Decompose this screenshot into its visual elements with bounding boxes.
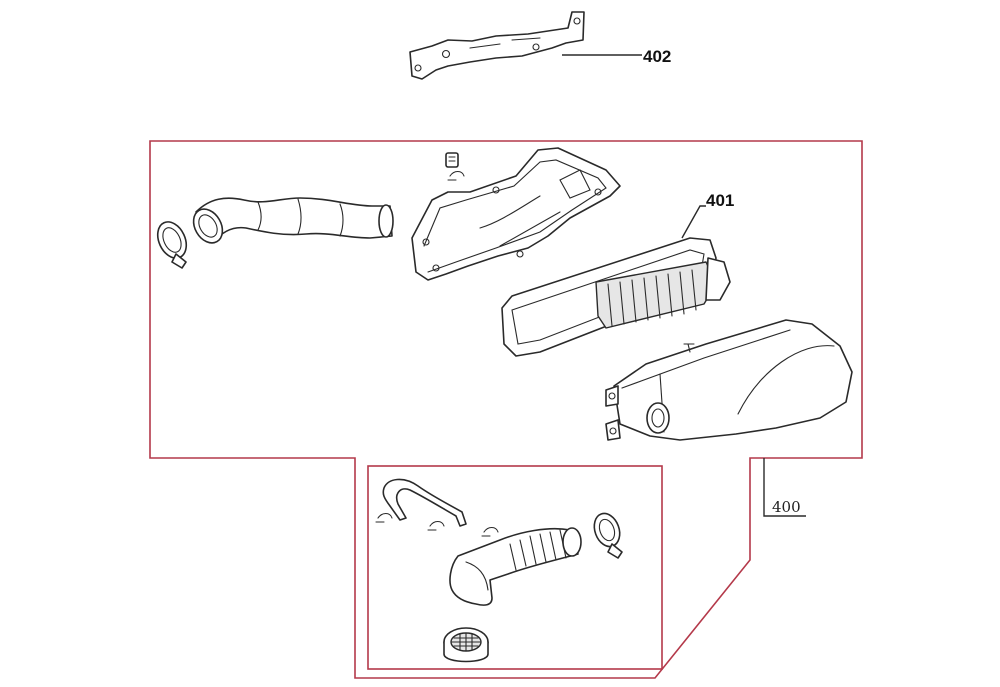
- mounting-bracket-icon[interactable]: [409, 11, 585, 80]
- leader-400: [763, 458, 806, 517]
- hose-clamp-icon[interactable]: [152, 217, 192, 269]
- hose-clamp-small-icon[interactable]: [590, 510, 624, 559]
- callout-400: 400: [772, 498, 801, 516]
- callout-401: 401: [706, 191, 734, 210]
- bowden-cable-icon[interactable]: [382, 478, 467, 527]
- air-filter-element-icon[interactable]: [501, 237, 731, 357]
- air-filter-housing-icon[interactable]: [605, 319, 853, 441]
- lower-frame: [367, 465, 663, 670]
- air-filter-cover-icon[interactable]: [411, 147, 621, 281]
- intake-screen-icon[interactable]: [443, 627, 489, 663]
- callout-402: 402: [643, 47, 671, 66]
- leader-401: [681, 205, 706, 239]
- bellows-duct-icon[interactable]: [449, 527, 582, 606]
- screw-icon: [445, 152, 465, 181]
- intake-hose-icon[interactable]: [188, 197, 394, 248]
- upper-frame: [149, 140, 863, 679]
- small-clip-icon: [375, 512, 499, 537]
- assembly-frame: [149, 140, 863, 679]
